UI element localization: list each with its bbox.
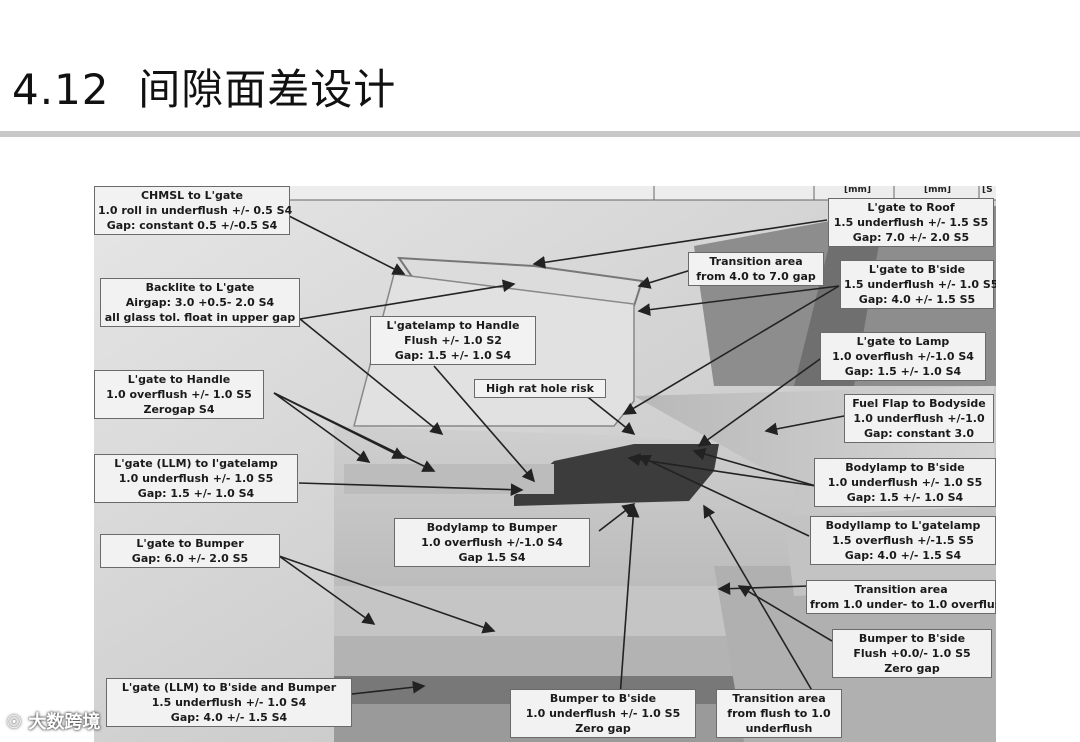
slide-title: 4.12 间隙面差设计 — [12, 56, 396, 117]
scale-mm-3: [S — [982, 186, 993, 195]
watermark-logo-icon: ☉ — [6, 712, 22, 733]
slide-number: 4.12 — [12, 65, 110, 114]
label-high-rat-hole-risk: High rat hole risk — [474, 379, 606, 398]
slide-heading: 间隙面差设计 — [138, 65, 396, 114]
scale-mm-2: [mm] — [924, 186, 951, 195]
watermark: ☉ 大数跨境 — [6, 708, 100, 734]
scale-mm-1: [mm] — [844, 186, 871, 195]
title-divider — [0, 131, 1080, 137]
